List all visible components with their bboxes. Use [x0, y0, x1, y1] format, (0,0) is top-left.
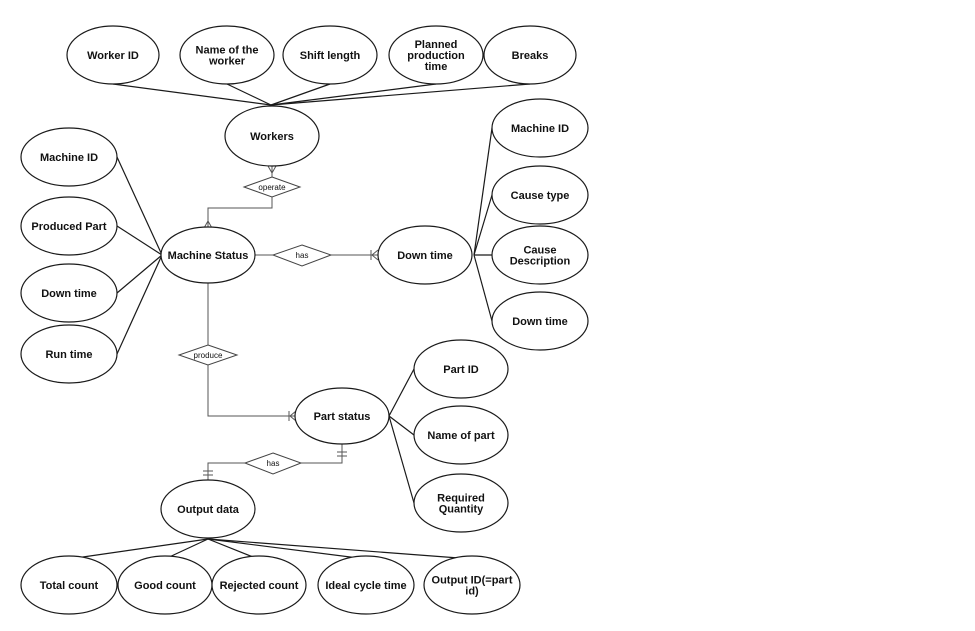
entity-machine-status: Machine Status [160, 226, 256, 284]
entity-down-time: Down time [377, 225, 473, 285]
svg-text:Ideal cycle time: Ideal cycle time [325, 580, 406, 592]
attr-run-time: Run time [20, 324, 118, 384]
svg-text:Machine Status: Machine Status [168, 250, 249, 262]
svg-text:Breaks: Breaks [512, 50, 549, 62]
attr-name-of-part: Name of part [413, 405, 509, 465]
attr-shift-length: Shift length [282, 25, 378, 85]
relationship-has-output-label: has [267, 459, 280, 468]
attr-down-time: Down time [20, 263, 118, 323]
relationship-has-downtime: has [271, 244, 333, 267]
svg-text:Worker ID: Worker ID [87, 50, 139, 62]
entity-workers: Workers [224, 105, 320, 167]
attr-worker-id: Worker ID [66, 25, 160, 85]
attr-good-count: Good count [117, 555, 213, 615]
attr-ideal-cycle-time: Ideal cycle time [317, 555, 415, 615]
attribute-edges [68, 83, 531, 560]
relationship-connectors [203, 165, 379, 481]
svg-text:Part status: Part status [314, 411, 371, 423]
relationship-operate-label: operate [258, 183, 286, 192]
attr-dt-machine-id: Machine ID [491, 98, 589, 158]
svg-text:Down time: Down time [41, 288, 97, 300]
svg-text:Cause type: Cause type [511, 190, 570, 202]
svg-text:Machine ID: Machine ID [511, 123, 569, 135]
svg-text:Rejected count: Rejected count [220, 580, 299, 592]
attr-produced-part: Produced Part [20, 196, 118, 256]
svg-text:Part ID: Part ID [443, 364, 479, 376]
attr-breaks: Breaks [483, 25, 577, 85]
attr-machine-id: Machine ID [20, 127, 118, 187]
attr-part-id: Part ID [413, 339, 509, 399]
entity-part-status: Part status [294, 387, 390, 445]
entity-output-data: Output data [160, 479, 256, 539]
svg-text:Run time: Run time [45, 349, 92, 361]
relationship-produce: produce [177, 344, 239, 366]
svg-text:Machine ID: Machine ID [40, 152, 98, 164]
svg-text:Down time: Down time [512, 316, 568, 328]
svg-text:Produced Part: Produced Part [31, 221, 107, 233]
relationship-produce-label: produce [194, 351, 223, 360]
relationship-has-output: has [243, 452, 303, 475]
svg-text:Name of part: Name of part [427, 430, 495, 442]
relationship-has-downtime-label: has [296, 251, 309, 260]
attr-cause-type: Cause type [491, 165, 589, 225]
svg-text:Total count: Total count [40, 580, 99, 592]
svg-text:Shift length: Shift length [300, 50, 361, 62]
attr-dt-down-time: Down time [491, 291, 589, 351]
svg-text:Workers: Workers [250, 131, 294, 143]
relationship-operate: operate [242, 176, 302, 198]
svg-text:Down time: Down time [397, 250, 453, 262]
attr-total-count: Total count [20, 555, 118, 615]
svg-text:Output data: Output data [177, 504, 240, 516]
svg-text:Good count: Good count [134, 580, 196, 592]
attr-rejected-count: Rejected count [211, 555, 307, 615]
